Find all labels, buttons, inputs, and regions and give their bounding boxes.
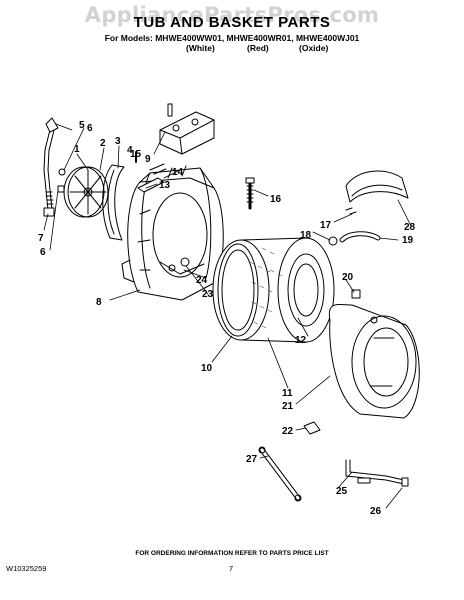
clip-part	[303, 421, 321, 435]
bolt-part	[245, 177, 255, 210]
front-tub-part	[328, 303, 420, 419]
callout-13: 13	[159, 180, 171, 191]
ordering-note: FOR ORDERING INFORMATION REFER TO PARTS …	[135, 550, 329, 557]
callout-25: 25	[336, 486, 348, 497]
callout-18: 18	[300, 230, 312, 241]
heater-part	[345, 459, 409, 487]
damper-part	[258, 446, 302, 502]
page-title: TUB AND BASKET PARTS	[133, 14, 331, 31]
rear-tub-part	[121, 165, 224, 301]
callout-22: 22	[282, 426, 294, 437]
callout-4: 4	[127, 145, 133, 156]
color-white: (White)	[186, 43, 215, 53]
callout-5: 5	[79, 120, 85, 131]
color-red: (Red)	[247, 43, 269, 53]
color-oxide: (Oxide)	[299, 43, 329, 53]
leader-lines	[43, 123, 411, 509]
hose-part	[43, 117, 59, 217]
cover-part	[345, 170, 409, 215]
callout-6a: 6	[87, 123, 93, 134]
watermark: AppliancePartsPros.com	[84, 3, 380, 27]
seal-part	[217, 243, 259, 337]
callout-11: 11	[282, 388, 293, 399]
belt-part	[102, 164, 125, 241]
callout-7: 7	[38, 233, 44, 244]
callout-9: 9	[145, 154, 151, 165]
callout-2: 2	[100, 138, 106, 149]
spacer-part	[351, 289, 361, 299]
doc-number: W10325259	[6, 564, 47, 573]
callout-14: 14	[172, 167, 184, 178]
callout-24: 24	[196, 275, 208, 286]
callout-20: 20	[342, 272, 354, 283]
callout-16: 16	[270, 194, 282, 205]
callout-6b: 6	[40, 247, 46, 258]
callout-12: 12	[295, 335, 307, 346]
callout-27: 27	[246, 454, 258, 465]
callout-28: 28	[404, 222, 416, 233]
model-list: For Models: MHWE400WW01, MHWE400WR01, MH…	[104, 33, 360, 43]
callout-21: 21	[282, 401, 294, 412]
callout-26: 26	[370, 506, 382, 517]
inlet-hose-part	[328, 231, 381, 246]
callout-1: 1	[74, 144, 80, 155]
callout-10: 10	[201, 363, 213, 374]
page-number: 7	[229, 564, 234, 573]
callout-15: 15	[130, 149, 142, 160]
callout-3: 3	[115, 136, 121, 147]
callout-17: 17	[320, 220, 332, 231]
pulley-part	[57, 166, 109, 218]
counterweight-part	[159, 103, 215, 155]
callout-8: 8	[96, 297, 102, 308]
callout-23: 23	[202, 289, 214, 300]
callout-19: 19	[402, 235, 414, 246]
